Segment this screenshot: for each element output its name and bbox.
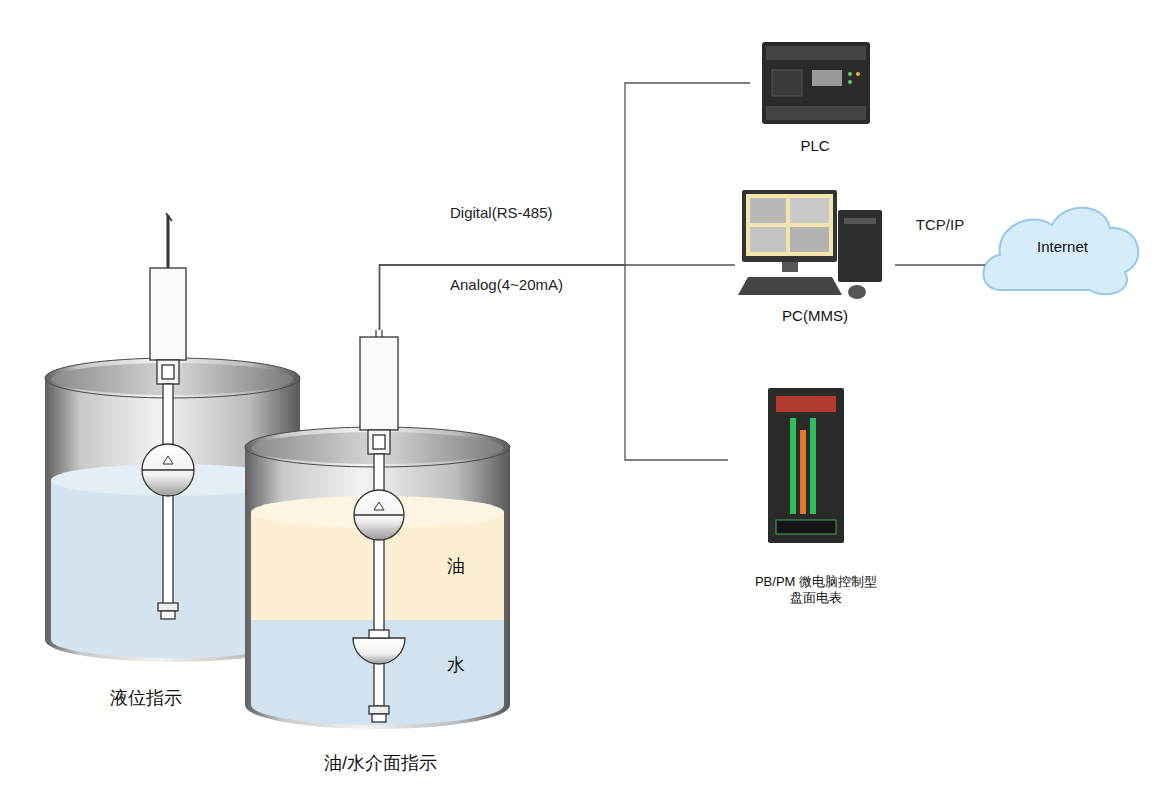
pc-node: PC(MMS) — [735, 180, 895, 330]
bar-graph — [800, 430, 806, 514]
sensor-flange — [368, 430, 390, 454]
node-label: 油/水介面指示 — [248, 752, 513, 775]
interface-float — [353, 638, 405, 664]
meter-housing — [768, 388, 844, 543]
oil-band: 油 — [245, 512, 510, 620]
meter-node: PB/PM 微电脑控制型 盘面电表 — [728, 378, 904, 610]
drive-bay — [844, 218, 876, 224]
led — [856, 72, 860, 76]
node-label: PB/PM 微电脑控制型 盘面电表 — [728, 574, 904, 607]
cable — [167, 215, 170, 268]
water-band: 水 — [245, 620, 510, 710]
level-tank: 液位指示 — [45, 212, 300, 665]
sensor-flange — [162, 365, 174, 379]
mouse — [848, 285, 866, 299]
internet-node: Internet — [985, 200, 1140, 295]
interface-tank: 油水油/水介面指示 — [245, 330, 510, 730]
sensor-head — [360, 337, 398, 430]
plc-body — [762, 42, 870, 124]
signal-wire — [380, 265, 729, 460]
end-nut — [372, 714, 386, 722]
node-label: PLC — [750, 137, 880, 156]
float-seam — [354, 514, 404, 515]
plc-port — [812, 70, 842, 86]
level-sensor — [142, 213, 194, 619]
meter-display — [776, 520, 836, 534]
bar-graph — [790, 418, 796, 514]
float-collar — [369, 630, 389, 638]
edge-label: TCP/IP — [916, 216, 964, 233]
screen-window — [790, 227, 829, 252]
pc-tower — [838, 210, 882, 282]
tank-2 — [245, 427, 510, 729]
led — [848, 72, 852, 76]
bar-graph — [810, 418, 816, 514]
signal-wire — [380, 83, 751, 330]
oil-float — [354, 490, 404, 540]
cable — [381, 330, 382, 337]
screen-window — [750, 198, 786, 223]
plc-panel — [772, 70, 802, 96]
led — [848, 80, 852, 84]
node-label: PC(MMS) — [735, 307, 895, 326]
sensor-flange — [373, 435, 385, 449]
node-label: 油 — [248, 555, 513, 578]
signal-wire — [895, 264, 985, 265]
node-label: 水 — [248, 654, 513, 677]
monitor — [742, 190, 837, 262]
panel-meter — [768, 388, 844, 543]
interface-sensor — [353, 330, 405, 722]
terminal-strip — [766, 46, 866, 60]
end-nut — [369, 706, 389, 714]
screen-window — [790, 198, 829, 223]
cable — [166, 213, 172, 221]
float-mark — [374, 502, 384, 510]
end-nut — [161, 611, 175, 619]
float-mark — [163, 456, 173, 464]
pc-workstation — [738, 190, 882, 299]
keyboard — [738, 277, 842, 295]
signal-label: Digital(RS-485) — [450, 204, 553, 221]
float-seam — [142, 469, 194, 470]
screen-window — [750, 227, 786, 252]
plc-device — [762, 42, 870, 124]
tank-wall — [245, 447, 510, 705]
signal-label: Analog(4~20mA) — [450, 276, 563, 293]
float — [142, 444, 194, 496]
plc-node: PLC — [750, 35, 880, 160]
sensor-flange — [157, 360, 179, 384]
screen — [746, 194, 833, 256]
node-label: 液位指示 — [18, 687, 273, 710]
meter-display — [776, 396, 836, 412]
monitor-stand — [782, 262, 798, 272]
signal-wire — [380, 265, 736, 330]
node-label: Internet — [985, 238, 1140, 257]
terminal-strip — [766, 106, 866, 120]
end-nut — [158, 603, 178, 611]
sensor-head — [150, 268, 186, 360]
cable — [375, 330, 376, 337]
